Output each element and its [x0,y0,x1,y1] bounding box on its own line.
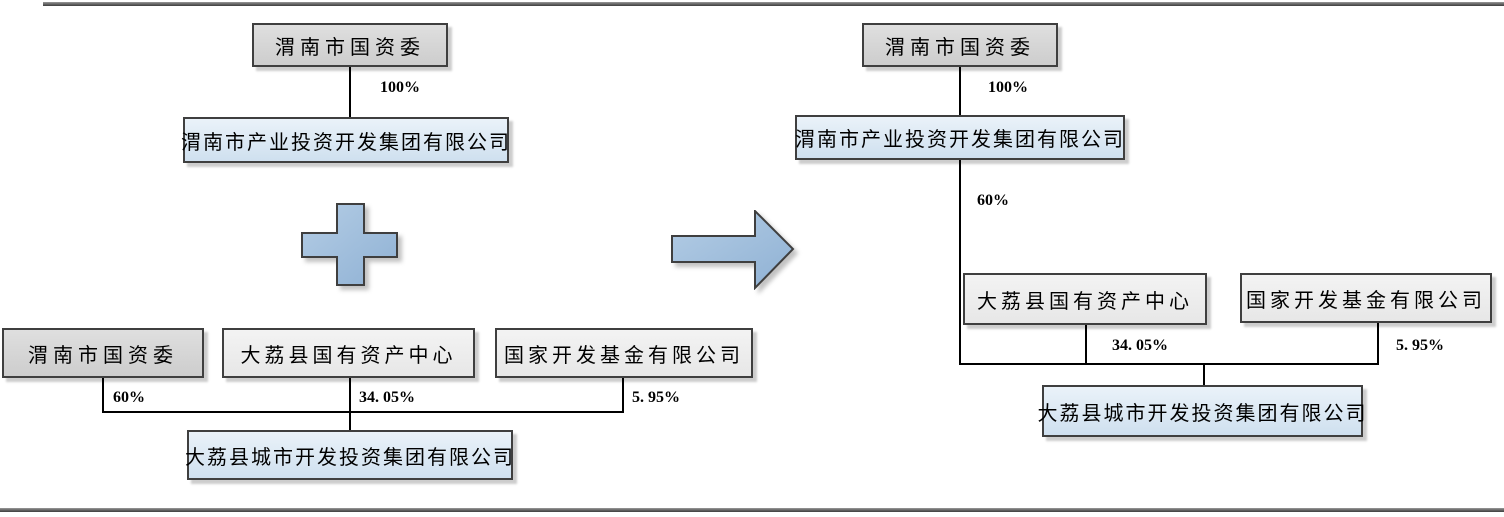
connector-line [959,363,1379,365]
arrow-right-icon [671,210,795,290]
top-rule [43,2,1504,6]
after-shareholder3-stake: 5. 95% [1396,337,1444,354]
connector-line [959,160,961,365]
before-shareholder1-box: 渭南市国资委 [2,328,204,378]
connector-line [1377,323,1379,365]
connector-line [1085,325,1087,365]
before-shareholder1-stake: 60% [113,389,145,406]
connector-line [349,67,351,117]
after-shareholder2-box: 大荔县国有资产中心 [963,273,1207,325]
connector-line [959,67,961,115]
connector-line [102,411,624,413]
after-shareholder3-label: 国家开发基金有限公司 [1246,289,1486,312]
before-gov-label: 渭南市国资委 [275,36,425,59]
after-parent-stake: 60% [977,192,1009,209]
before-shareholder3-box: 国家开发基金有限公司 [495,328,753,378]
after-parent-box: 渭南市产业投资开发集团有限公司 [795,115,1125,160]
plus-icon [301,203,398,286]
after-target-box: 大荔县城市开发投资集团有限公司 [1038,385,1366,437]
before-shareholder1-label: 渭南市国资委 [28,344,178,367]
after-shareholder2-label: 大荔县国有资产中心 [977,290,1193,313]
bottom-rule [0,508,1504,512]
after-gov-stake: 100% [988,79,1028,96]
before-parent-box: 渭南市产业投资开发集团有限公司 [181,117,511,163]
before-target-label: 大荔县城市开发投资集团有限公司 [185,446,515,469]
before-shareholder2-stake: 34. 05% [359,389,415,406]
before-shareholder2-box: 大荔县国有资产中心 [222,328,475,378]
before-target-box: 大荔县城市开发投资集团有限公司 [185,430,515,480]
after-target-label: 大荔县城市开发投资集团有限公司 [1037,402,1368,425]
after-shareholder2-stake: 34. 05% [1112,337,1168,354]
after-shareholder3-box: 国家开发基金有限公司 [1240,273,1492,323]
before-parent-label: 渭南市产业投资开发集团有限公司 [181,131,511,154]
before-shareholder2-label: 大荔县国有资产中心 [240,344,457,367]
connector-line [1203,363,1205,385]
before-gov-box: 渭南市国资委 [252,23,448,67]
before-shareholder3-stake: 5. 95% [632,389,680,406]
connector-line [349,378,351,430]
connector-line [622,378,624,413]
after-gov-box: 渭南市国资委 [862,23,1058,67]
connector-line [102,378,104,413]
after-gov-label: 渭南市国资委 [885,36,1035,59]
before-shareholder3-label: 国家开发基金有限公司 [504,344,744,367]
after-parent-label: 渭南市产业投资开发集团有限公司 [795,129,1125,151]
before-gov-stake: 100% [380,79,420,96]
